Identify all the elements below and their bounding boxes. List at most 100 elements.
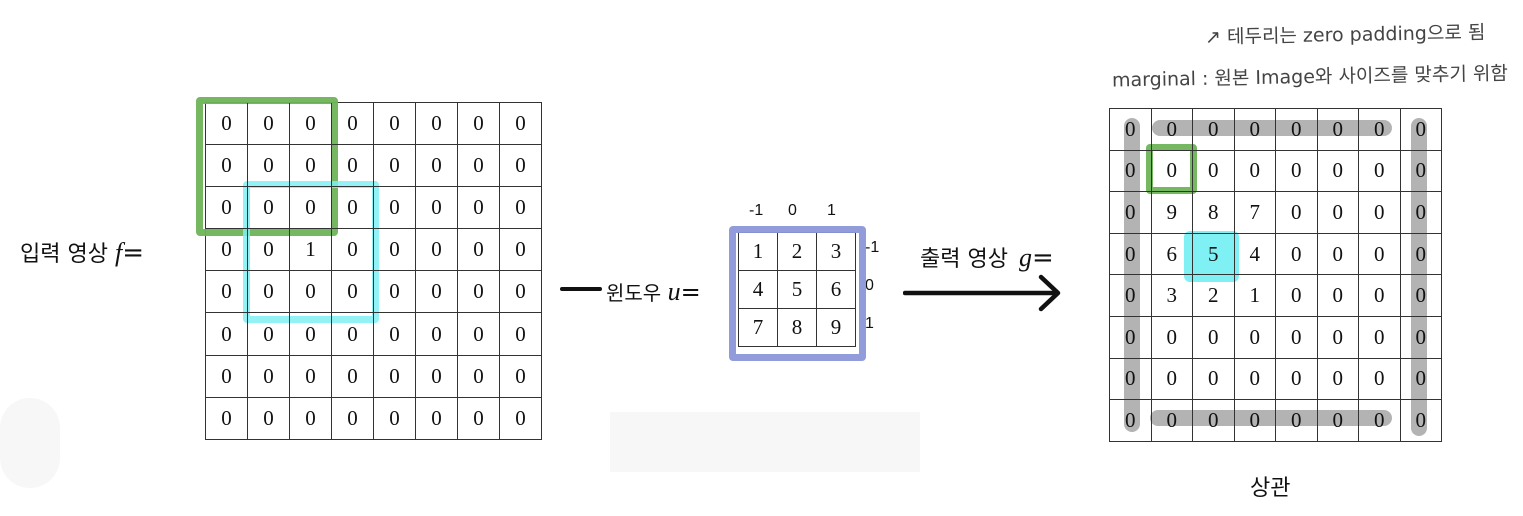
- background-smudge: [610, 412, 920, 472]
- output-matrix-cell: 0: [1400, 316, 1442, 359]
- output-matrix-cell: 8: [1193, 192, 1235, 234]
- input-matrix-cell: 0: [206, 145, 248, 188]
- output-matrix-cell: 0: [1276, 316, 1318, 359]
- input-matrix-cell: 0: [290, 187, 332, 230]
- window-matrix-cell: 5: [778, 271, 817, 309]
- output-matrix-cell: 0: [1400, 192, 1442, 234]
- window-label: 윈도우 u=: [606, 277, 701, 307]
- output-matrix-cell: 4: [1234, 233, 1276, 276]
- input-matrix-cell: 0: [332, 355, 374, 398]
- input-matrix-cell: 0: [458, 355, 500, 398]
- window-row-index: 0: [865, 277, 874, 294]
- output-matrix-cell: 0: [1151, 109, 1193, 151]
- input-green-highlight: [196, 97, 338, 236]
- window-label-text: 윈도우: [606, 281, 662, 305]
- output-matrix-cell: 0: [1110, 233, 1152, 276]
- output-matrix-cell: 0: [1317, 109, 1359, 151]
- input-matrix-cell: 0: [458, 271, 500, 314]
- input-matrix-cell: 0: [458, 103, 500, 146]
- input-matrix-cell: 0: [332, 271, 374, 314]
- input-matrix-cell: 0: [290, 397, 332, 440]
- annotation-marginal: marginal : 원본 Image와 사이즈를 맞추기 위함: [1111, 62, 1509, 92]
- input-matrix-cell: 0: [416, 145, 458, 188]
- output-matrix-cell: 0: [1151, 400, 1193, 442]
- window-matrix-cell: 3: [817, 233, 856, 271]
- output-matrix-cell: 0: [1234, 316, 1276, 359]
- input-matrix-cell: 0: [500, 229, 542, 272]
- output-matrix-cell: 0: [1317, 192, 1359, 234]
- input-matrix-cell: 0: [206, 229, 248, 272]
- output-matrix-cell: 0: [1276, 275, 1318, 317]
- output-matrix-cell: 0: [1400, 150, 1442, 193]
- input-matrix-cell: 0: [500, 313, 542, 356]
- output-matrix-cell: 5: [1193, 233, 1235, 276]
- input-matrix-cell: 0: [374, 187, 416, 230]
- input-matrix-cell: 0: [248, 187, 290, 230]
- output-matrix-cell: 6: [1151, 233, 1193, 276]
- output-matrix-cell: 0: [1193, 400, 1235, 442]
- output-matrix-cell: 0: [1359, 233, 1401, 276]
- output-matrix-cell: 0: [1317, 275, 1359, 317]
- output-green-highlight: [1146, 144, 1197, 194]
- input-matrix-cell: 0: [500, 355, 542, 398]
- output-matrix-cell: 0: [1276, 109, 1318, 151]
- input-matrix-cell: 0: [206, 271, 248, 314]
- input-label: 입력 영상 f=: [20, 236, 144, 268]
- output-matrix-cell: 0: [1110, 400, 1152, 442]
- output-cyan-highlight: [1184, 231, 1239, 282]
- output-matrix-cell: 0: [1317, 358, 1359, 401]
- output-label-text: 출력 영상: [920, 247, 1008, 272]
- output-matrix-cell: 0: [1317, 233, 1359, 276]
- input-equals: =: [122, 238, 144, 268]
- output-matrix-cell: 0: [1151, 316, 1193, 359]
- window-column-index: -1: [749, 202, 764, 219]
- output-matrix-cell: 0: [1400, 400, 1442, 442]
- output-matrix-cell: 0: [1276, 358, 1318, 401]
- output-matrix-cell: 9: [1151, 192, 1193, 234]
- output-matrix-cell: 2: [1193, 275, 1235, 317]
- padding-bar-right: [1411, 118, 1427, 436]
- input-matrix-cell: 0: [500, 103, 542, 146]
- input-matrix-cell: 0: [374, 313, 416, 356]
- input-matrix-cell: 0: [248, 229, 290, 272]
- padding-bar-bottom: [1150, 410, 1392, 426]
- output-matrix-cell: 0: [1400, 275, 1442, 317]
- input-matrix-cell: 0: [248, 103, 290, 146]
- window-matrix-cell: 7: [739, 309, 778, 347]
- output-caption: 상관: [1250, 476, 1291, 501]
- input-matrix-cell: 0: [416, 271, 458, 314]
- output-matrix-cell: 0: [1317, 150, 1359, 193]
- input-matrix-cell: 0: [248, 145, 290, 188]
- input-matrix-cell: 0: [416, 313, 458, 356]
- input-matrix-cell: 0: [416, 397, 458, 440]
- input-matrix-cell: 0: [500, 145, 542, 188]
- input-matrix-cell: 0: [416, 355, 458, 398]
- input-matrix-cell: 0: [374, 229, 416, 272]
- output-matrix-cell: 0: [1110, 109, 1152, 151]
- output-matrix-cell: 0: [1359, 400, 1401, 442]
- input-matrix-cell: 0: [290, 313, 332, 356]
- output-matrix-cell: 0: [1193, 150, 1235, 193]
- output-matrix-cell: 0: [1193, 358, 1235, 401]
- input-matrix-cell: 0: [290, 271, 332, 314]
- output-matrix-cell: 0: [1110, 275, 1152, 317]
- output-matrix-cell: 0: [1151, 358, 1193, 401]
- output-matrix-cell: 0: [1110, 358, 1152, 401]
- output-arrow: [903, 274, 1061, 312]
- output-matrix-cell: 0: [1359, 316, 1401, 359]
- window-matrix-cell: 2: [778, 233, 817, 271]
- background-smudge: [0, 398, 60, 488]
- output-matrix-cell: 0: [1110, 150, 1152, 193]
- output-matrix-cell: 0: [1234, 400, 1276, 442]
- window-row-index: 1: [865, 315, 874, 332]
- window-column-index: 0: [788, 202, 797, 219]
- output-matrix-cell: 0: [1359, 275, 1401, 317]
- output-matrix-cell: 0: [1317, 400, 1359, 442]
- input-matrix-cell: 0: [332, 397, 374, 440]
- input-label-text: 입력 영상: [20, 242, 108, 267]
- input-matrix-cell: 0: [500, 187, 542, 230]
- input-matrix-cell: 0: [458, 229, 500, 272]
